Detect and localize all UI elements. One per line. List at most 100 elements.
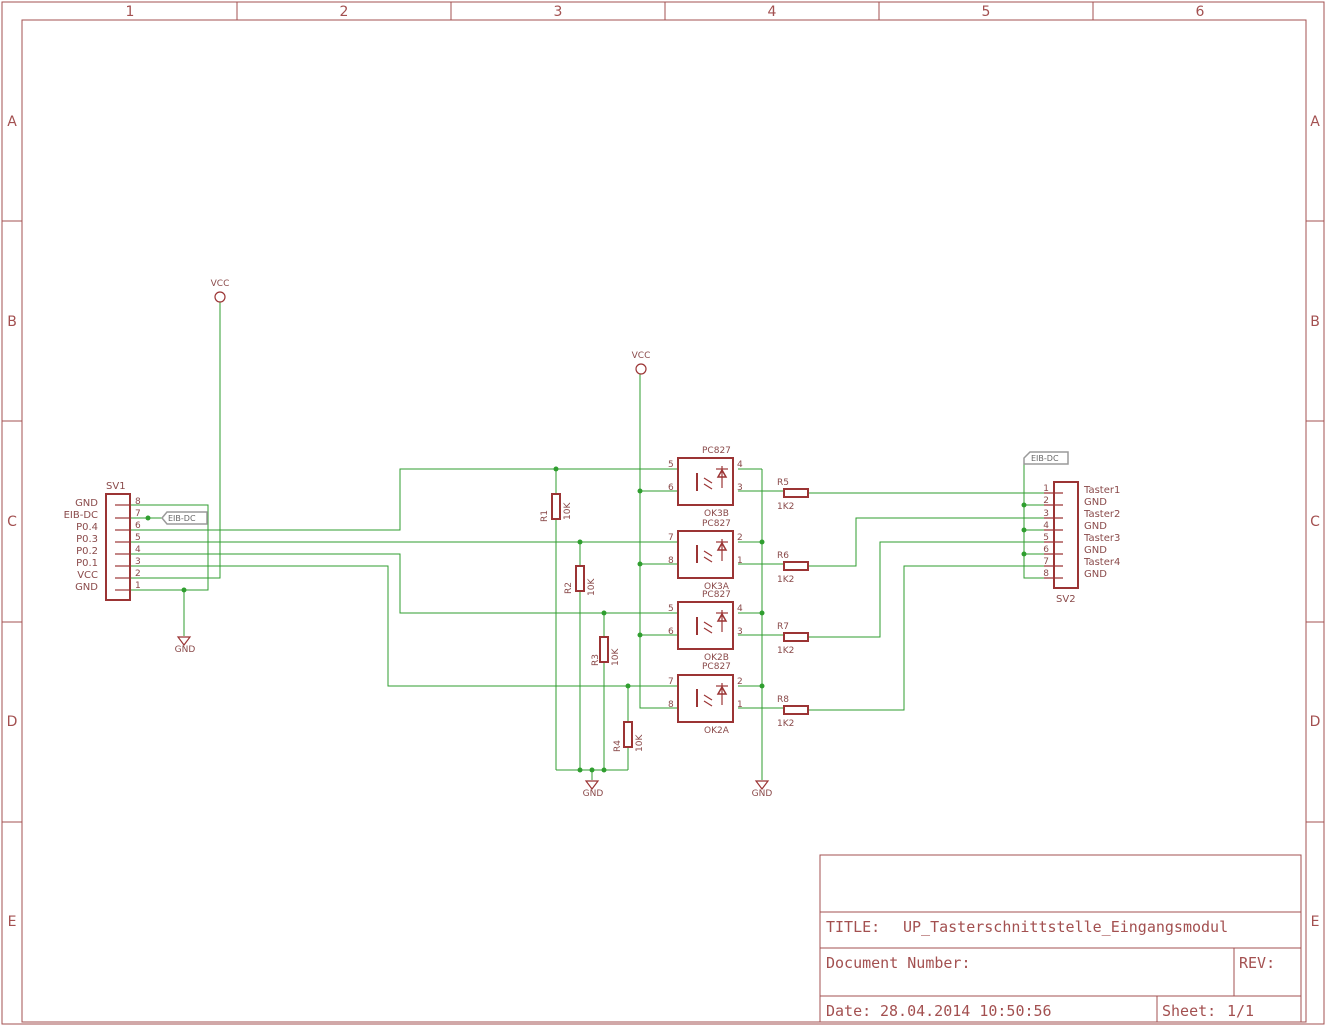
nets (130, 302, 1044, 780)
junction-dots (145, 466, 1027, 773)
date-value: 28.04.2014 10:50:56 (880, 1002, 1052, 1020)
sv1-pin-label: VCC (77, 570, 98, 581)
opto-pin-number: 5 (668, 460, 674, 470)
r8-name: R8 (777, 695, 789, 705)
eib-dc-flag-sv1-text: EIB-DC (168, 514, 196, 523)
opto-pin-number: 2 (737, 533, 743, 543)
sv1-pin-number: 1 (135, 581, 141, 591)
ok2b-type: PC827 (702, 590, 731, 600)
sv2-pin-label: GND (1084, 545, 1107, 556)
opto-pin-number: 4 (737, 604, 743, 614)
grid-column-6: 6 (1196, 4, 1205, 20)
revision-label: REV: (1239, 954, 1275, 972)
gnd-label-optos: GND (752, 789, 773, 799)
sv2-pin-label: GND (1084, 569, 1107, 580)
vcc-label-center: VCC (632, 351, 651, 361)
r4-name: R4 (613, 740, 623, 752)
opto-pin-number: 8 (668, 556, 674, 566)
r4-value: 10K (635, 734, 645, 752)
ok3b-name: OK3B (704, 509, 729, 519)
date-label: Date: (826, 1002, 871, 1020)
eib-dc-flag-sv2-text: EIB-DC (1031, 454, 1059, 463)
sv2-pin-label: GND (1084, 497, 1107, 508)
optocoupler-ok2a: PC827 OK2A 7 8 2 1 (668, 662, 743, 736)
ok2a-name: OK2A (704, 726, 730, 736)
sv1-pin-label: P0.4 (76, 522, 98, 533)
grid-row-e-left: E (8, 914, 17, 930)
opto-pin-number: 3 (737, 627, 743, 637)
r7-value: 1K2 (777, 646, 794, 656)
gnd-symbol-resistors: GND (583, 780, 604, 799)
eib-dc-flag-sv2: EIB-DC (1023, 451, 1069, 465)
r8-value: 1K2 (777, 719, 794, 729)
grid-column-4: 4 (768, 4, 777, 20)
grid-row-e-right: E (1311, 914, 1320, 930)
sv1-pin-number: 3 (135, 557, 141, 567)
grid-row-b-left: B (7, 314, 17, 330)
gnd-label-resistors: GND (583, 789, 604, 799)
r2-value: 10K (587, 578, 597, 596)
resistor-r6: R6 1K2 (777, 551, 809, 585)
sv1-pin-label: EIB-DC (64, 510, 98, 521)
gnd-symbol-left: GND (175, 636, 195, 655)
opto-pin-number: 4 (737, 460, 743, 470)
grid-column-2: 2 (340, 4, 349, 20)
r7-name: R7 (777, 622, 789, 632)
grid-row-d-right: D (1310, 714, 1321, 730)
r3-value: 10K (611, 648, 621, 666)
title-block: TITLE: UP_Tasterschnittstelle_Eingangsmo… (819, 854, 1302, 1023)
resistor-r3: R3 10K (591, 636, 621, 666)
sv1-pin-number: 5 (135, 533, 141, 543)
sv2-pin-label: Taster4 (1083, 557, 1120, 568)
r5-name: R5 (777, 478, 789, 488)
optocoupler-ok3b: PC827 OK3B 5 6 4 3 (668, 446, 743, 519)
sv1-pin-label: P0.3 (76, 534, 98, 545)
sv2-pin-number: 3 (1043, 509, 1049, 519)
opto-pin-number: 3 (737, 483, 743, 493)
r2-name: R2 (564, 582, 574, 594)
sv2-pin-number: 6 (1043, 545, 1049, 555)
grid-row-b-right: B (1310, 314, 1320, 330)
sheet-label: Sheet: (1162, 1002, 1216, 1020)
resistor-r1: R1 10K (540, 493, 573, 522)
connector-sv1: SV1 8 7 6 5 4 3 2 1 GND EIB-DC P0.4 P0.3… (64, 481, 141, 601)
ok2b-name: OK2B (704, 653, 729, 663)
opto-pin-number: 2 (737, 677, 743, 687)
grid-column-1: 1 (126, 4, 135, 20)
resistor-r7: R7 1K2 (777, 622, 809, 656)
r6-name: R6 (777, 551, 789, 561)
opto-pin-number: 7 (668, 533, 674, 543)
sheet-value: 1/1 (1227, 1002, 1254, 1020)
sv1-pin-number: 7 (135, 509, 141, 519)
grid-row-d-left: D (7, 714, 18, 730)
sv2-pin-number: 5 (1043, 533, 1049, 543)
sv2-pin-label: GND (1084, 521, 1107, 532)
opto-pin-number: 7 (668, 677, 674, 687)
resistor-r4: R4 10K (613, 721, 645, 752)
r6-value: 1K2 (777, 575, 794, 585)
r3-name: R3 (591, 654, 601, 666)
opto-pin-number: 5 (668, 604, 674, 614)
grid-row-a-right: A (1310, 114, 1320, 130)
connector-sv2: SV2 1 2 3 4 5 6 7 8 Taster1 GND Taster2 … (1043, 481, 1120, 605)
sv1-pin-number: 2 (135, 569, 141, 579)
opto-pin-number: 6 (668, 627, 674, 637)
sv1-pin-label: P0.1 (76, 558, 98, 569)
grid-row-c-right: C (1310, 514, 1320, 530)
r5-value: 1K2 (777, 502, 794, 512)
sv1-name: SV1 (106, 481, 126, 492)
grid-column-5: 5 (982, 4, 991, 20)
sv1-pin-label: GND (75, 582, 98, 593)
title-label: TITLE: (826, 918, 880, 936)
ok3b-type: PC827 (702, 446, 731, 456)
sv1-pin-number: 4 (135, 545, 141, 555)
sv1-pin-label: P0.2 (76, 546, 98, 557)
opto-pin-number: 1 (737, 556, 743, 566)
sv1-pin-number: 8 (135, 497, 141, 507)
r1-value: 10K (563, 502, 573, 520)
opto-pin-number: 1 (737, 700, 743, 710)
optocoupler-ok2b: PC827 OK2B 5 6 4 3 (668, 590, 743, 663)
document-number-label: Document Number: (826, 954, 971, 972)
